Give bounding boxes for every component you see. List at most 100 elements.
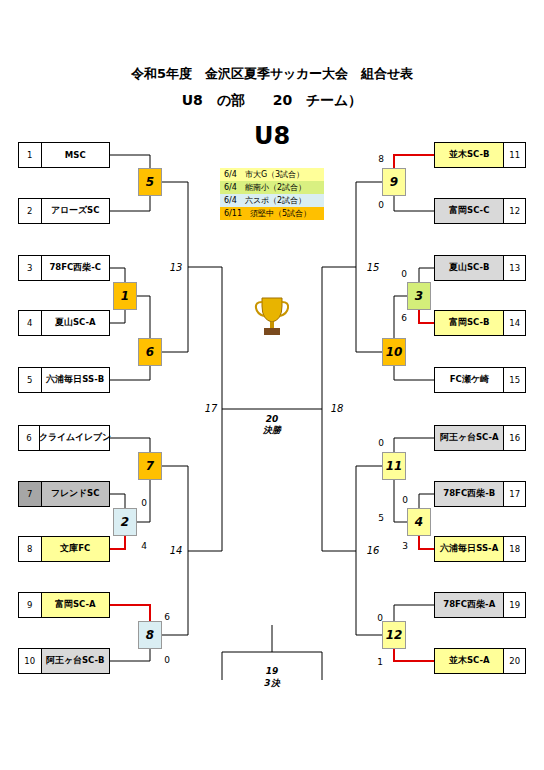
final-line: [222, 409, 322, 410]
bracket-connector: [137, 296, 150, 338]
team-number: 3: [19, 256, 41, 280]
bracket-line: [162, 466, 188, 635]
team-name: MSC: [41, 143, 109, 167]
team-name: 並木SC-A: [435, 649, 503, 673]
bracket-connector: [110, 366, 150, 380]
match-box: 2: [113, 508, 137, 536]
team-number: 11: [503, 143, 525, 167]
match-box: 6: [138, 338, 162, 366]
match-number: 1: [121, 289, 129, 303]
trophy-handle: [256, 302, 264, 316]
bracket-connector: [110, 310, 125, 323]
round-number: 13: [170, 263, 183, 273]
team-box: 1MSC: [18, 142, 110, 168]
match-number: 7: [146, 459, 154, 473]
team-name: クライムイレブン: [39, 426, 109, 450]
score: 0: [164, 656, 170, 665]
bracket-connector: [110, 268, 125, 282]
team-number: 15: [503, 368, 525, 392]
bracket-connector: [419, 268, 434, 282]
score: 0: [141, 499, 147, 508]
match-number: 2: [121, 515, 129, 529]
team-name: 78FC西柴-A: [435, 593, 503, 617]
team-box: 78FC西柴-B17: [434, 481, 526, 507]
legend-text: 6/4 六スポ（2試合）: [224, 195, 306, 206]
team-box: 阿王ヶ台SC-A16: [434, 425, 526, 451]
team-number: 2: [19, 199, 41, 223]
legend-swatch: 6/4 六スポ（2試合）: [220, 194, 324, 207]
title: 令和5年度 金沢区夏季サッカー大会 組合せ表: [131, 67, 413, 80]
team-name: 78FC西柴-B: [435, 482, 503, 506]
team-box: 7フレンドSC: [18, 481, 110, 507]
trophy-cup: [262, 298, 282, 322]
match-number: 12: [386, 628, 403, 642]
team-name: 六浦毎日SS-B: [41, 368, 109, 392]
team-box: 9富岡SC-A: [18, 592, 110, 618]
team-box: 富岡SC-B14: [434, 310, 526, 336]
team-name: 夏山SC-B: [435, 256, 503, 280]
team-number: 6: [19, 426, 39, 450]
team-name: 富岡SC-B: [435, 311, 503, 335]
team-number: 9: [19, 593, 41, 617]
match-box: 10: [382, 338, 406, 366]
bracket-connector: [394, 296, 407, 338]
legend-text: 6/4 能南小（2試合）: [224, 182, 306, 193]
trophy-handle: [280, 302, 288, 316]
legend-text: 6/11 須堅中（5試合）: [224, 208, 311, 219]
match-number: 6: [146, 345, 154, 359]
trophy-base: [264, 328, 280, 335]
team-box: 5六浦毎日SS-B: [18, 367, 110, 393]
bracket-connector: [137, 480, 150, 522]
round-number: 18: [331, 404, 344, 414]
team-name: 文庫FC: [41, 537, 109, 561]
match-number: 5: [146, 175, 154, 189]
third-place-line: [272, 625, 273, 652]
match-box: 3: [407, 282, 431, 310]
score: 4: [141, 542, 147, 551]
bracket-line: [162, 182, 188, 352]
team-number: 8: [19, 537, 41, 561]
team-box: 78FC西柴-A19: [434, 592, 526, 618]
match-box: 1: [113, 282, 137, 310]
team-number: 19: [503, 593, 525, 617]
match-number: 11: [386, 459, 403, 473]
team-box: 8文庫FC: [18, 536, 110, 562]
team-box: 10阿王ヶ台SC-B: [18, 648, 110, 674]
team-name: 夏山SC-A: [41, 311, 109, 335]
team-number: 12: [503, 199, 525, 223]
score: 1: [377, 658, 383, 667]
round-number: 16: [367, 546, 380, 556]
bracket-connector: [394, 196, 434, 211]
team-name: フレンドSC: [41, 482, 109, 506]
bracket-connector: [110, 196, 150, 211]
team-box: 4夏山SC-A: [18, 310, 110, 336]
bracket-connector: [394, 649, 434, 661]
score: 8: [378, 155, 384, 164]
bracket-connector: [394, 155, 434, 168]
team-name: 阿王ヶ台SC-B: [41, 649, 109, 673]
match-box: 12: [382, 621, 406, 649]
bracket-line: [356, 182, 382, 352]
team-box: 378FC西柴-C: [18, 255, 110, 281]
third-place-line: [222, 652, 322, 680]
trophy-stem: [270, 322, 274, 328]
bracket-connector: [419, 494, 434, 508]
score: 6: [164, 613, 170, 622]
match-box: 8: [138, 621, 162, 649]
team-box: 並木SC-B11: [434, 142, 526, 168]
bracket-connector: [110, 155, 150, 168]
score: 0: [402, 496, 408, 505]
team-box: FC瀬ケ崎15: [434, 367, 526, 393]
subtitle: U8 の部 20 チーム）: [182, 93, 363, 107]
team-box: 六浦毎日SS-A18: [434, 536, 526, 562]
match-box: 5: [138, 168, 162, 196]
bracket-connector: [110, 605, 150, 621]
bracket-connector: [419, 310, 434, 323]
match-box: 11: [382, 452, 406, 480]
legend-swatch: 6/4 能南小（2試合）: [220, 181, 324, 194]
team-name: 六浦毎日SS-A: [435, 537, 503, 561]
score: 0: [378, 439, 384, 448]
bracket-lines: [162, 182, 382, 680]
bracket-connector: [419, 536, 434, 549]
